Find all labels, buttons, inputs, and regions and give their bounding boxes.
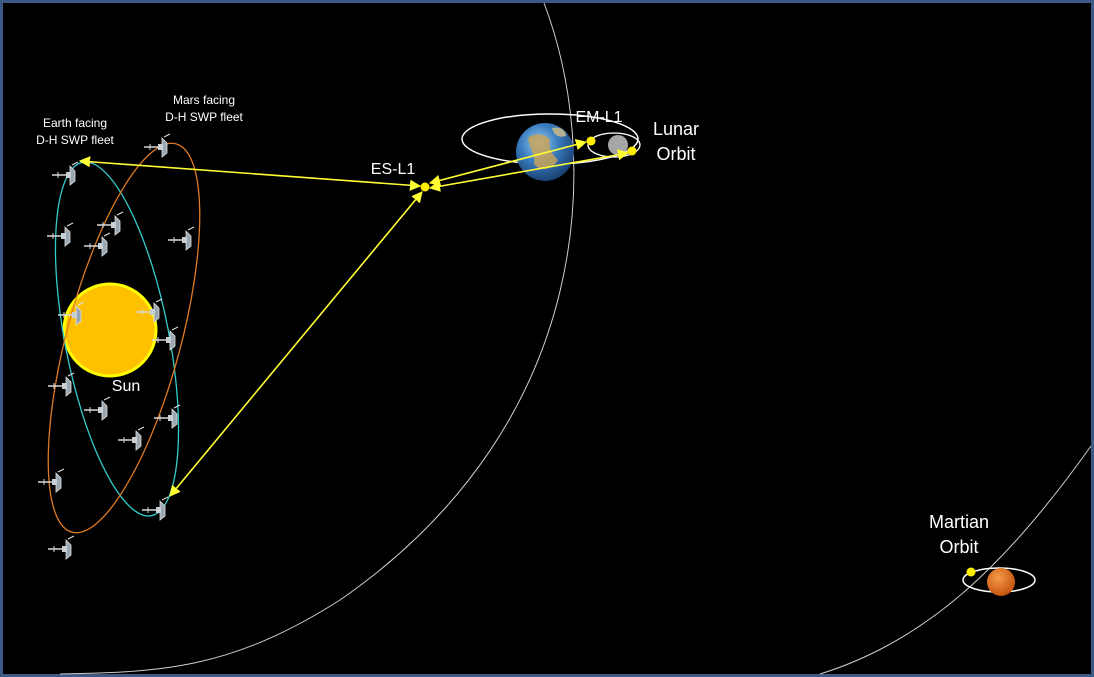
lunar-orbit-label-line1: Lunar: [653, 119, 699, 139]
link-fleet-to-es-l1-lower: [169, 191, 423, 497]
martian-orbit-label-line1: Martian: [929, 512, 989, 532]
em-l1-label: EM-L1: [575, 109, 622, 126]
mars-icon: [987, 568, 1015, 596]
earth-landmass-north: [552, 127, 566, 137]
moon-icon: [608, 135, 628, 155]
communication-links: [78, 139, 630, 497]
es-l1-label: ES-L1: [371, 161, 416, 178]
sun-label: Sun: [112, 378, 140, 395]
earth-fleet-label-line1: Earth facing: [43, 116, 107, 130]
martian-orbit-label-line2: Orbit: [939, 537, 978, 557]
mars-orbit-point: [966, 567, 976, 577]
sun-icon: [62, 282, 158, 378]
earth-fleet-label-line2: D-H SWP fleet: [36, 133, 114, 147]
lunar-point: [627, 146, 637, 156]
link-es-l1-to-lunar: [428, 149, 630, 192]
link-fleet-to-es-l1: [78, 156, 422, 191]
em-l1-point: [586, 136, 596, 146]
mars-fleet-label-line1: Mars facing: [173, 93, 235, 107]
es-l1-point: [420, 182, 430, 192]
lunar-orbit-label-line2: Orbit: [656, 144, 695, 164]
mars-orbit-arc: [819, 445, 1092, 675]
mars-fleet-label-line2: D-H SWP fleet: [165, 110, 243, 124]
